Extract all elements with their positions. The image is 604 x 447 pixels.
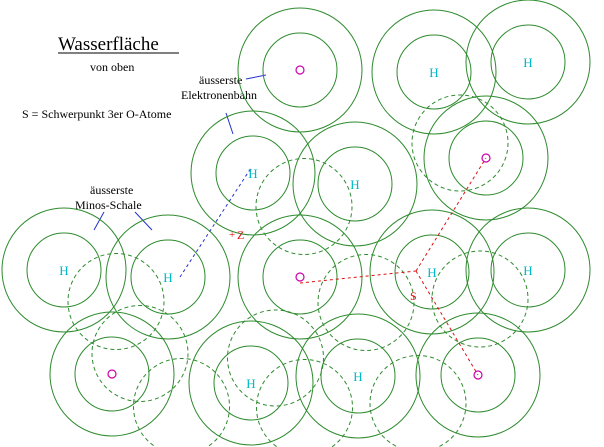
oxygen-atom-marker xyxy=(295,272,305,282)
dashed-overlap-shell xyxy=(256,359,353,447)
dashed-overlap-shell xyxy=(431,250,529,348)
outer-shell-o-upper-right xyxy=(423,95,549,221)
outer-shell-h-left-1 xyxy=(1,207,127,333)
electron-orbit-pointer xyxy=(245,74,267,80)
hydrogen-atom-label: H xyxy=(350,177,359,192)
outer-shell-h-bottom-2 xyxy=(295,313,421,439)
dashed-overlap-shell xyxy=(227,309,324,407)
inner-shell-h-left-1 xyxy=(26,232,102,308)
dashed-overlap-shell xyxy=(411,94,509,192)
outer-shell-o-top xyxy=(237,7,363,133)
outer-shell-o-bottom-left xyxy=(49,311,175,437)
dashed-overlap-shell xyxy=(255,158,353,255)
oxygen-atom-marker xyxy=(295,65,305,75)
inner-shell-o-bottom-left xyxy=(74,336,150,412)
inner-shell-h-top-right xyxy=(490,24,566,100)
minos-shell-label-line2: Minos-Schale xyxy=(75,198,142,212)
hydrogen-atom-label: H xyxy=(248,166,257,181)
point-s-label: S xyxy=(410,289,417,303)
dashed-overlap-shell xyxy=(67,253,165,350)
outer-shell-h-top-mid xyxy=(371,9,497,135)
outer-shell-h-upper-left xyxy=(190,110,316,236)
hydrogen-atom-label: H xyxy=(163,270,172,285)
point-z-marker: + xyxy=(229,229,235,241)
hydrogen-bond-line xyxy=(179,167,252,278)
centroid-line-lower xyxy=(415,270,479,376)
point-z-label: Z xyxy=(237,228,244,242)
outer-shell-h-top-right xyxy=(465,0,591,125)
inner-shells xyxy=(26,24,566,421)
inner-shell-o-bottom-right xyxy=(440,337,516,413)
dashed-overlap-shell xyxy=(317,254,415,351)
dashed-overlap-shell xyxy=(369,355,467,447)
oxygen-atom-marker xyxy=(107,369,117,379)
hydrogen-atom-label: H xyxy=(353,369,362,384)
centroid-line-upper xyxy=(415,157,487,272)
minos-shell-pointer-left xyxy=(93,211,105,231)
minos-shell-pointer-right xyxy=(134,211,153,231)
inner-shell-h-center-right xyxy=(394,234,470,310)
outer-shells xyxy=(1,0,591,446)
diagram-title: Wasserfläche xyxy=(58,34,159,55)
atom-symbols: H H H H H H H H H H xyxy=(59,55,532,391)
hydrogen-atom-label: H xyxy=(427,265,436,280)
hydrogen-atom-label: H xyxy=(429,65,438,80)
minos-shell-label-line1: äusserste xyxy=(90,183,133,197)
inner-shell-o-upper-right xyxy=(448,120,524,196)
outer-shell-o-bottom-right xyxy=(415,312,541,438)
dashed-overlap-shell xyxy=(91,305,189,402)
hydrogen-atom-label: H xyxy=(59,263,68,278)
diagram-subtitle: von oben xyxy=(90,60,134,74)
inner-shell-o-top xyxy=(262,32,338,108)
oxygen-atom-marker xyxy=(473,370,483,380)
inner-shell-h-upper-mid xyxy=(317,146,393,222)
hydrogen-atom-label: H xyxy=(523,263,532,278)
oxygen-atom-marker xyxy=(481,153,491,163)
outer-shell-h-left-2 xyxy=(105,214,231,340)
outer-shell-h-upper-mid xyxy=(292,121,418,247)
hydrogen-atom-label: H xyxy=(523,55,532,70)
inner-shell-h-top-mid xyxy=(396,34,472,110)
centroid-legend: S = Schwerpunkt 3er O-Atome xyxy=(22,107,171,121)
inner-shell-o-center xyxy=(262,239,338,315)
dashed-shells xyxy=(67,94,529,447)
inner-shell-h-upper-left xyxy=(215,135,291,211)
inner-shell-h-bottom-2 xyxy=(320,338,396,414)
centroid-line-center xyxy=(299,270,417,284)
inner-shell-h-bottom-1 xyxy=(213,345,289,421)
inner-shell-h-right xyxy=(490,232,566,308)
hydrogen-atom-label: H xyxy=(246,376,255,391)
electron-orbit-label-line1: äusserste xyxy=(199,73,242,87)
outer-shell-h-bottom-1 xyxy=(188,320,314,446)
outer-shell-h-right xyxy=(465,207,591,333)
electron-orbit-label-line2: Elektronenbahn xyxy=(181,88,257,102)
dashed-overlap-shell xyxy=(133,358,230,447)
